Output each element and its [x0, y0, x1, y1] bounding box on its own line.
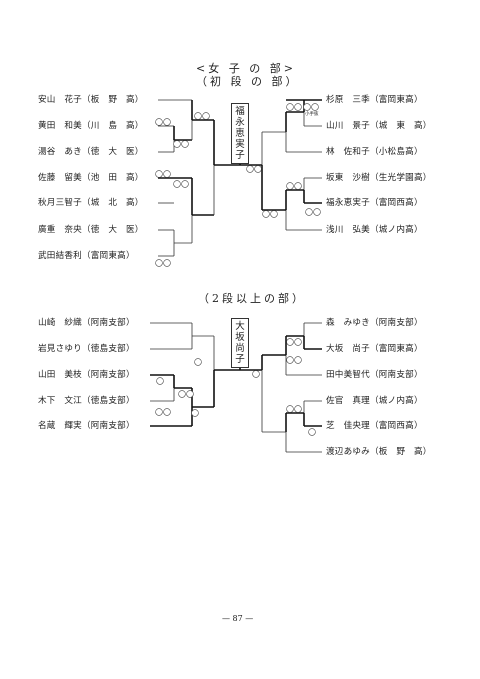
dan-right-player-4: 佐官 真理（城ノ内高） [326, 396, 423, 406]
women-right-player-2: 山川 景子（城 東 高） [326, 121, 432, 131]
women-right-player-6: 浅川 弘美（城ノ内高） [326, 225, 423, 235]
women-right-player-5: 福永恵実子（富岡西高） [326, 198, 423, 208]
score-marks [155, 103, 321, 436]
women-left-player-4: 佐藤 留美（池 田 高） [38, 173, 144, 183]
dan-left-player-4: 木下 文江（徳島支部） [38, 396, 135, 406]
women-note: 小手抜 [305, 112, 319, 117]
women-title: <女 子 の 部> [196, 62, 296, 75]
women-subtitle: （初 段 の 部） [196, 75, 300, 88]
dan-champion-box: 大坂尚子 [231, 318, 249, 368]
women-champion-box: 福永恵実子 [231, 103, 249, 164]
women-left-bracket [158, 99, 262, 257]
women-right-player-1: 杉原 三季（富岡東高） [326, 95, 423, 105]
women-left-player-1: 安山 花子（板 野 高） [38, 95, 144, 105]
women-left-player-7: 武田結香利（富岡東高） [38, 251, 135, 261]
dan-title: （2段以上の部） [198, 292, 306, 305]
dan-left-player-5: 名蔵 輝実（阿南支部） [38, 421, 135, 431]
dan-right-player-2: 大坂 尚子（富岡東高） [326, 344, 423, 354]
dan-right-player-3: 田中美智代（阿南支部） [326, 370, 423, 380]
dan-champion-name: 大坂尚子 [235, 321, 245, 365]
women-left-player-6: 廣重 奈央（徳 大 医） [38, 225, 144, 235]
women-right-bracket [239, 99, 322, 231]
women-right-player-3: 林 佐和子（小松島高） [326, 147, 423, 157]
dan-right-player-5: 芝 佳央理（富岡西高） [326, 421, 423, 431]
dan-left-player-3: 山田 美枝（阿南支部） [38, 370, 135, 380]
women-left-player-3: 湯谷 あき（徳 大 医） [38, 147, 144, 157]
dan-right-bracket [239, 322, 322, 453]
page-number: — 87 — [222, 614, 254, 623]
dan-right-player-6: 渡辺あゆみ（板 野 高） [326, 447, 432, 457]
women-left-player-2: 黄田 和美（川 島 高） [38, 121, 144, 131]
women-right-player-4: 坂東 沙樹（生光学園高） [326, 173, 432, 183]
dan-right-player-1: 森 みゆき（阿南支部） [326, 318, 423, 328]
dan-left-player-2: 岩見さゆり（徳島支部） [38, 344, 135, 354]
women-champion-name: 福永恵実子 [235, 106, 245, 161]
dan-left-player-1: 山崎 紗織（阿南支部） [38, 318, 135, 328]
women-left-player-5: 秋月三智子（城 北 高） [38, 198, 144, 208]
